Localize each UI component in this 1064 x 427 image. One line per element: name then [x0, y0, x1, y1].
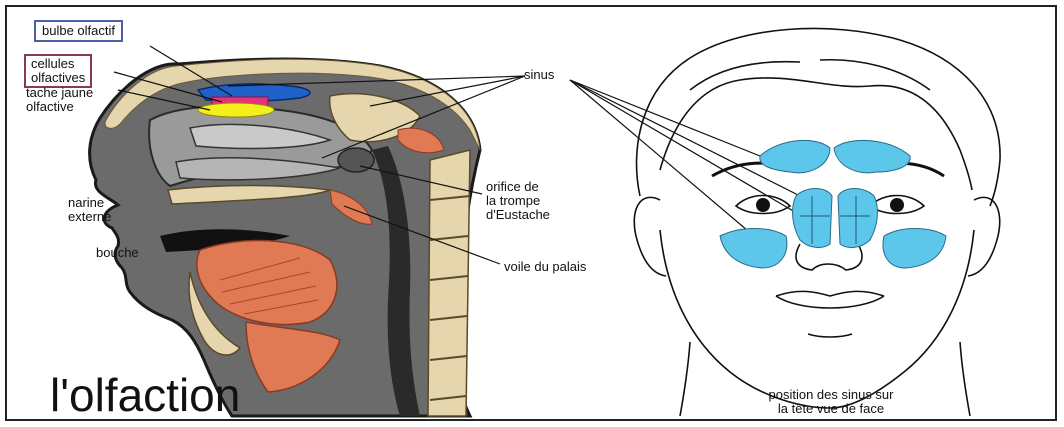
label-voile-palais: voile du palais [504, 260, 586, 274]
maxillary-sinus-right [883, 229, 946, 269]
label-tache-jaune: tache jaune olfactive [26, 86, 93, 114]
ethmoid-sinus-right [838, 189, 877, 248]
sinuses [720, 140, 946, 268]
caption-sinus-position: position des sinus sur la tête vue de fa… [736, 388, 926, 416]
chin-line [808, 334, 852, 337]
label-narine-externe: narine externe [68, 196, 111, 224]
hair-strand-1 [690, 62, 800, 90]
label-sinus: sinus [524, 68, 554, 82]
left-pupil [756, 198, 770, 212]
label-cellules-olfactives: cellules olfactives [24, 54, 92, 88]
sagittal-head-section [90, 59, 480, 416]
neck-left [680, 342, 690, 416]
label-bulbe-olfactif: bulbe olfactif [34, 20, 123, 42]
hairline [660, 78, 972, 190]
lower-lip [776, 296, 884, 308]
neck-right [960, 342, 970, 416]
right-pupil [890, 198, 904, 212]
frontal-sinus-left [760, 140, 830, 172]
hair-outline [637, 28, 1001, 206]
frontal-sinus-right [834, 140, 910, 172]
diagram-title: l'olfaction [50, 370, 240, 420]
label-bouche: bouche [96, 246, 139, 260]
maxillary-sinus-left [720, 229, 787, 269]
label-orifice-trompe: orifice de la trompe d'Eustache [486, 180, 550, 222]
upper-lip [776, 291, 884, 296]
